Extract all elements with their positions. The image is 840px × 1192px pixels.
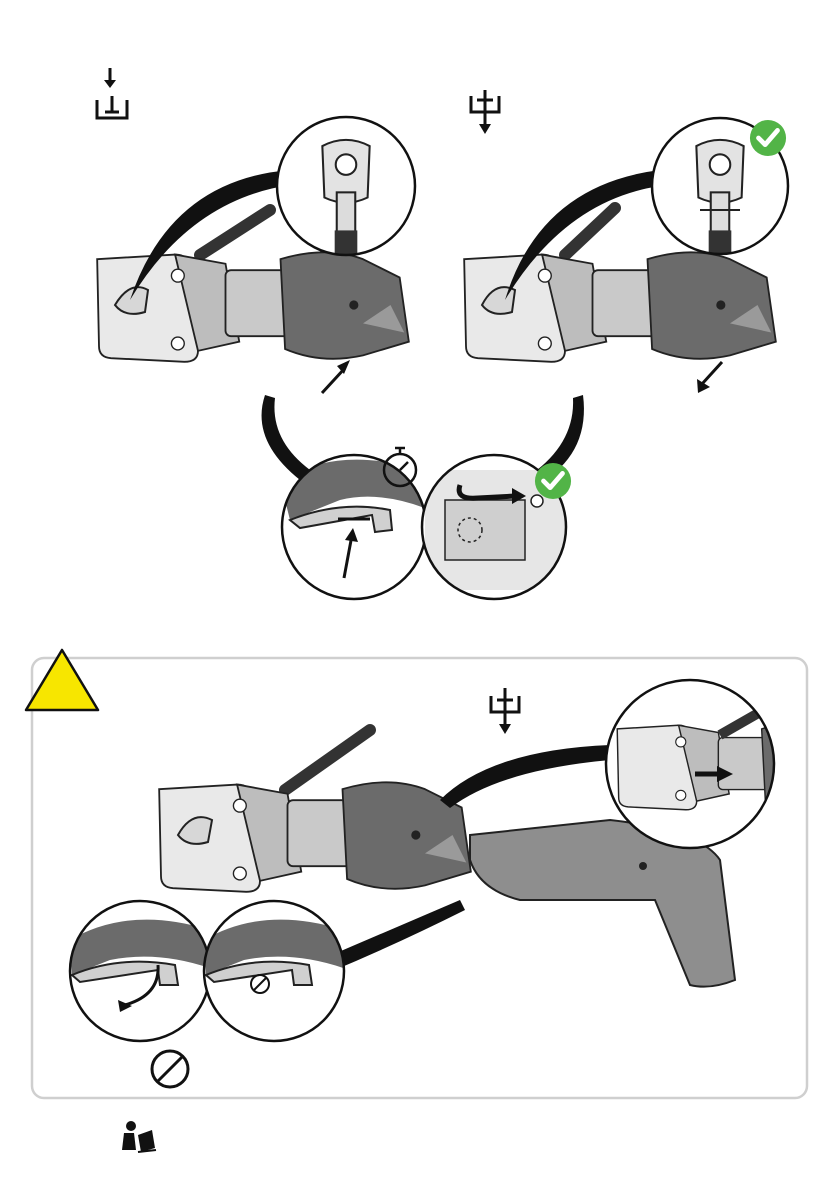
zoom-callout-swoosh-3 [440,745,610,808]
press-arrow [322,360,350,393]
prohibited-icon [152,1051,188,1087]
callout-arc-left [262,395,310,480]
check-icon [535,463,571,499]
zoom-circle-trigger-prohibited [204,901,349,1041]
zoom-circle-trigger-forced [70,901,215,1041]
release-terminal-icon [491,688,519,734]
read-manual-icon [122,1121,156,1152]
zoom-circle-trigger-hold [280,455,430,599]
check-icon [750,120,786,156]
zoom-circle-head-release [606,680,840,848]
insert-terminal-icon [97,68,127,118]
zoom-circle-terminal-open [277,117,415,259]
release-terminal-icon [471,90,499,134]
release-arrow [697,362,722,393]
